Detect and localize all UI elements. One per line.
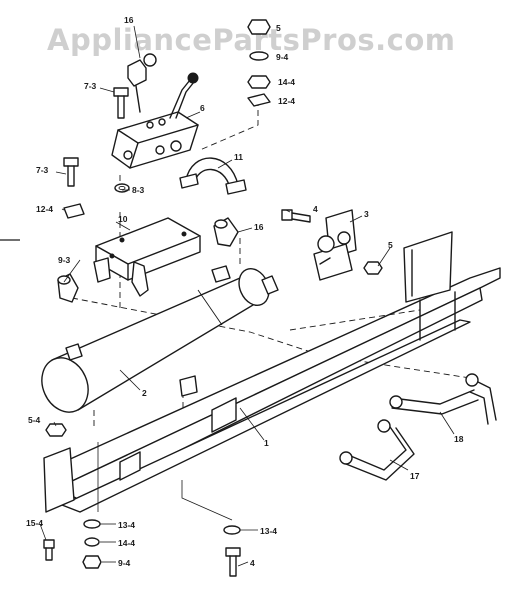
hardware-top-stack <box>247 19 271 107</box>
strap-clamp <box>179 157 247 195</box>
callout-14-4-top: 14-4 <box>278 77 295 87</box>
callout-6: 6 <box>200 103 205 113</box>
callout-13-4-right: 13-4 <box>260 526 277 536</box>
callout-1: 1 <box>264 438 269 448</box>
clevis-mount <box>313 209 357 281</box>
callout-13-4-left: 13-4 <box>118 520 135 530</box>
hose-18 <box>389 373 497 425</box>
callout-5-mid: 5 <box>388 240 393 250</box>
callout-3: 3 <box>364 209 369 219</box>
callout-4-top: 4 <box>313 204 318 214</box>
nut-5-4 <box>45 423 67 437</box>
callout-4-bottom: 4 <box>250 558 255 568</box>
elbow-fitting-16-mid <box>213 217 239 247</box>
elbow-fitting-9-3 <box>57 273 79 303</box>
callout-15-4: 15-4 <box>26 518 43 528</box>
bolt-7-3-a <box>113 87 129 119</box>
plate-12-4-left <box>63 203 85 219</box>
hose-17 <box>339 419 415 481</box>
callout-8-3: 8-3 <box>132 185 145 195</box>
callout-5-top: 5 <box>276 23 281 33</box>
callout-12-4-left: 12-4 <box>36 204 53 214</box>
bottom-right-stack <box>223 525 241 577</box>
callout-16-mid: 16 <box>254 222 264 232</box>
control-valve <box>111 53 199 169</box>
callout-11: 11 <box>234 152 243 162</box>
callout-14-4-bottom: 14-4 <box>118 538 135 548</box>
leader-lines <box>39 25 455 567</box>
callout-7-3-b: 7-3 <box>36 165 49 175</box>
bolt-4-top <box>281 209 311 223</box>
callout-17: 17 <box>410 471 420 481</box>
callout-9-4-bottom: 9-4 <box>118 558 131 568</box>
washer-8-3 <box>114 183 130 193</box>
callout-16-top: 16 <box>124 15 134 25</box>
valve-mount-bracket <box>93 217 201 297</box>
callout-5-4: 5-4 <box>28 415 41 425</box>
callout-10: 10 <box>118 214 128 224</box>
callout-18: 18 <box>454 434 464 444</box>
bolt-7-3-b <box>63 157 79 187</box>
callout-7-3-a: 7-3 <box>84 81 97 91</box>
callout-9-3: 9-3 <box>58 255 71 265</box>
callout-labels: 16 5 9-4 14-4 7-3 12-4 6 7-3 8-3 11 12-4… <box>26 15 464 568</box>
bottom-left-stack <box>43 519 102 569</box>
hydraulic-cylinder <box>41 265 279 413</box>
nut-5-mid <box>363 261 383 275</box>
callout-2: 2 <box>142 388 147 398</box>
beam-frame <box>43 231 501 513</box>
callout-9-4-top: 9-4 <box>276 52 289 62</box>
callout-12-4-top: 12-4 <box>278 96 295 106</box>
